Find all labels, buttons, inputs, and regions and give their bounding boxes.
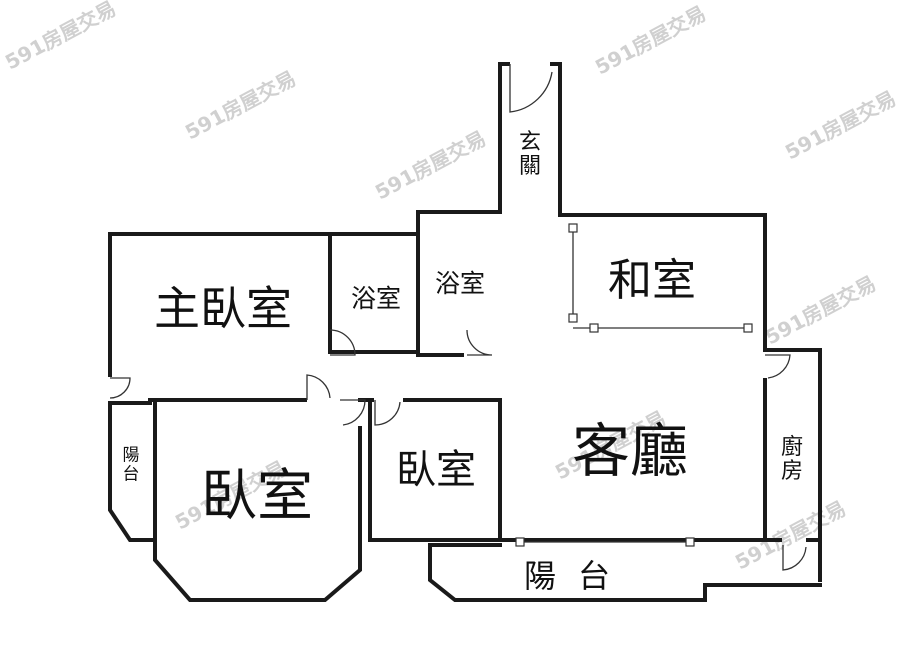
entrance-door-swing — [509, 64, 553, 113]
room-label-bedroom-small: 臥室 — [396, 447, 476, 493]
side-balcony-door-swing — [109, 377, 131, 399]
knob — [515, 537, 525, 547]
room-label-japanese: 和室 — [608, 255, 696, 306]
room-label-living-room: 客廳 — [572, 417, 688, 485]
master-bottom-wall — [108, 398, 307, 405]
room-label-kitchen-char: 廚 — [781, 435, 803, 460]
room-label-side-balcony-char: 陽 — [123, 446, 140, 466]
room-label-bath-2: 浴室 — [435, 269, 485, 298]
master-door-swing — [306, 374, 331, 400]
room-label-main-balcony: 陽台 — [524, 557, 632, 595]
large-bedroom-walls — [153, 401, 362, 602]
room-label-side-balcony: 陽台 — [123, 446, 140, 485]
room-label-bath-1: 浴室 — [351, 284, 401, 313]
room-label-entrance-char: 玄 — [519, 130, 541, 155]
knob — [743, 323, 753, 333]
watermark-9: 591房屋交易 — [731, 496, 850, 574]
small-bedroom-door-swing — [374, 400, 401, 426]
room-label-kitchen: 廚房 — [781, 435, 803, 484]
walls — [108, 62, 822, 602]
knob — [589, 323, 599, 333]
knob — [685, 537, 695, 547]
room-label-side-balcony-char: 台 — [123, 464, 140, 484]
left-outer-wall — [108, 232, 157, 542]
entrance-walls — [498, 62, 562, 217]
doors — [109, 64, 807, 571]
watermark-5: 591房屋交易 — [781, 86, 900, 164]
kitchen-balcony-door-swing — [782, 545, 807, 571]
room-label-kitchen-char: 房 — [781, 459, 803, 484]
room-label-entrance-char: 關 — [519, 154, 541, 179]
room-label-bedroom-large: 臥室 — [201, 464, 313, 529]
room-label-master-bedroom: 主臥室 — [154, 282, 292, 336]
large-bedroom-door-swing — [340, 399, 366, 426]
japanese-room-walls — [558, 213, 767, 542]
sliding-partitions — [515, 223, 753, 547]
watermark-4: 591房屋交易 — [591, 1, 710, 79]
bath1-door-swing — [329, 329, 356, 356]
bath2-door-swing — [466, 329, 493, 356]
knob — [568, 223, 578, 233]
watermark-2: 591房屋交易 — [181, 66, 300, 144]
watermark-3: 591房屋交易 — [371, 126, 490, 204]
kitchen-door-swing — [765, 354, 791, 379]
watermark-6: 591房屋交易 — [761, 271, 880, 349]
master-bath1-walls — [108, 232, 420, 354]
watermark-1: 591房屋交易 — [1, 0, 120, 74]
kitchen-walls — [763, 348, 822, 582]
room-label-entrance: 玄關 — [519, 130, 541, 179]
main-balcony-walls — [428, 538, 822, 602]
room-labels: 玄關 和室 主臥室 浴室 浴室 客廳 臥室 臥室 廚房 陽台 陽台 — [123, 130, 804, 595]
knob — [568, 313, 578, 323]
